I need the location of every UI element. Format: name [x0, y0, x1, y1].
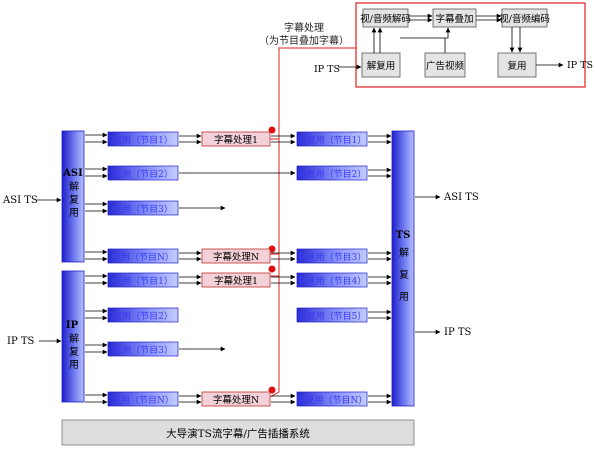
subtitle-processors: 字幕处理1 字幕处理N 字幕处理1 字幕处理N	[201, 131, 271, 407]
program-box	[107, 341, 179, 357]
asi-demux-char: 复	[69, 193, 79, 206]
program-box	[107, 131, 179, 147]
program-box-label: 复用（节目2）	[113, 310, 173, 322]
program-box	[107, 248, 179, 264]
red-dot	[268, 265, 276, 273]
ip-demux-char: 用	[69, 360, 79, 371]
inset-overlay-box	[432, 8, 477, 28]
subtitle-box-label: 字幕处理1	[214, 134, 258, 146]
program-box-label: 复用（节目1）	[113, 275, 173, 287]
ip-demux-block	[61, 270, 85, 403]
output-box	[296, 307, 368, 323]
output-box-label: 解复用（节目N）	[297, 394, 368, 406]
asi-demux-title: ASI	[62, 168, 83, 179]
ip-output-label: IP TS	[444, 327, 472, 338]
inset-mux-box	[497, 52, 537, 78]
output-box	[296, 391, 368, 407]
output-box	[296, 248, 368, 264]
program-box-label: 复用（节目1）	[113, 134, 173, 146]
ts-mux-block	[391, 130, 415, 407]
ip-input-label: IP TS	[7, 336, 35, 347]
inset-output-label: IP TS	[567, 60, 593, 71]
inset-panel: 视/音频解码 字幕叠加 视/音频编码 解复用 广告视频 复用 IP TS IP …	[314, 2, 593, 88]
inset-ad-video-label: 广告视频	[426, 60, 465, 72]
program-box-label: 复用（节目3）	[113, 203, 173, 215]
program-box	[107, 272, 179, 288]
inset-overlay-label: 字幕叠加	[435, 13, 473, 25]
asi-demux-char: 用	[69, 208, 79, 219]
output-box	[296, 272, 368, 288]
asi-output-label: ASI TS	[443, 192, 479, 203]
output-box-label: 解复用（节目2）	[298, 168, 367, 180]
inset-decode-label: 视/音频解码	[360, 13, 411, 25]
inset-decode-box	[362, 8, 409, 28]
inset-arrows	[338, 13, 564, 70]
output-box-label: 解复用（节目3）	[298, 251, 367, 263]
program-boxes: 复用（节目1） 复用（节目2） 复用（节目3） 复用（节目N） 复用（节目1） …	[107, 131, 179, 407]
ip-demux-char: 复	[69, 345, 79, 358]
ts-mux-char: 解	[399, 246, 409, 259]
program-box-label: 复用（节目2）	[113, 168, 173, 180]
output-box	[296, 131, 368, 147]
inset-mux-label: 复用	[507, 60, 526, 72]
footer-title: 大导演TS流字幕/广告插播系统	[166, 427, 310, 440]
ts-mux-char: 用	[399, 292, 409, 303]
subtitle-box-label: 字幕处理N	[213, 394, 259, 406]
program-box	[107, 200, 179, 216]
subtitle-box	[201, 391, 271, 407]
output-boxes: 解复用（节目1） 解复用（节目2） 解复用（节目3） 解复用（节目4） 解复用（…	[296, 131, 368, 407]
inset-demux-box	[361, 52, 401, 78]
ip-demux-char: 解	[69, 332, 79, 345]
inset-encode-label: 视/音频编码	[499, 13, 550, 25]
subtitle-box	[201, 272, 271, 288]
ip-demux-title: IP	[66, 320, 79, 331]
output-box-label: 解复用（节目4）	[298, 275, 367, 287]
footer-banner	[61, 419, 415, 446]
program-box-label: 复用（节目N）	[112, 394, 174, 406]
subtitle-box-label: 字幕处理1	[214, 275, 258, 287]
asi-demux-block	[61, 130, 85, 263]
program-box	[107, 165, 179, 181]
program-to-subtitle-arrows	[179, 133, 296, 405]
ts-mux-title: TS	[396, 230, 411, 241]
output-box-label: 解复用（节目1）	[298, 134, 367, 146]
inset-encode-box	[501, 8, 548, 28]
program-box	[107, 391, 179, 407]
output-box-label: 解复用（节目5）	[298, 310, 367, 322]
callout-subtitle: （为节目叠加字幕）	[259, 34, 349, 47]
program-box-label: 复用（节目3）	[113, 344, 173, 356]
inset-input-label: IP TS	[314, 64, 340, 75]
program-box-label: 复用（节目N）	[112, 251, 174, 263]
demux-to-program-arrows	[85, 132, 108, 405]
subtitle-box-label: 字幕处理N	[213, 251, 259, 263]
ts-mux-char: 复	[399, 268, 409, 281]
output-box	[296, 165, 368, 181]
asi-input-label: ASI TS	[2, 195, 38, 206]
inset-demux-label: 解复用	[367, 60, 396, 72]
subtitle-box	[201, 131, 271, 147]
callout-title: 字幕处理	[284, 21, 324, 34]
output-to-mux-arrows	[368, 133, 392, 405]
program-box	[107, 307, 179, 323]
asi-demux-char: 解	[69, 180, 79, 193]
subtitle-process-link	[269, 47, 356, 398]
subtitle-box	[201, 248, 271, 264]
